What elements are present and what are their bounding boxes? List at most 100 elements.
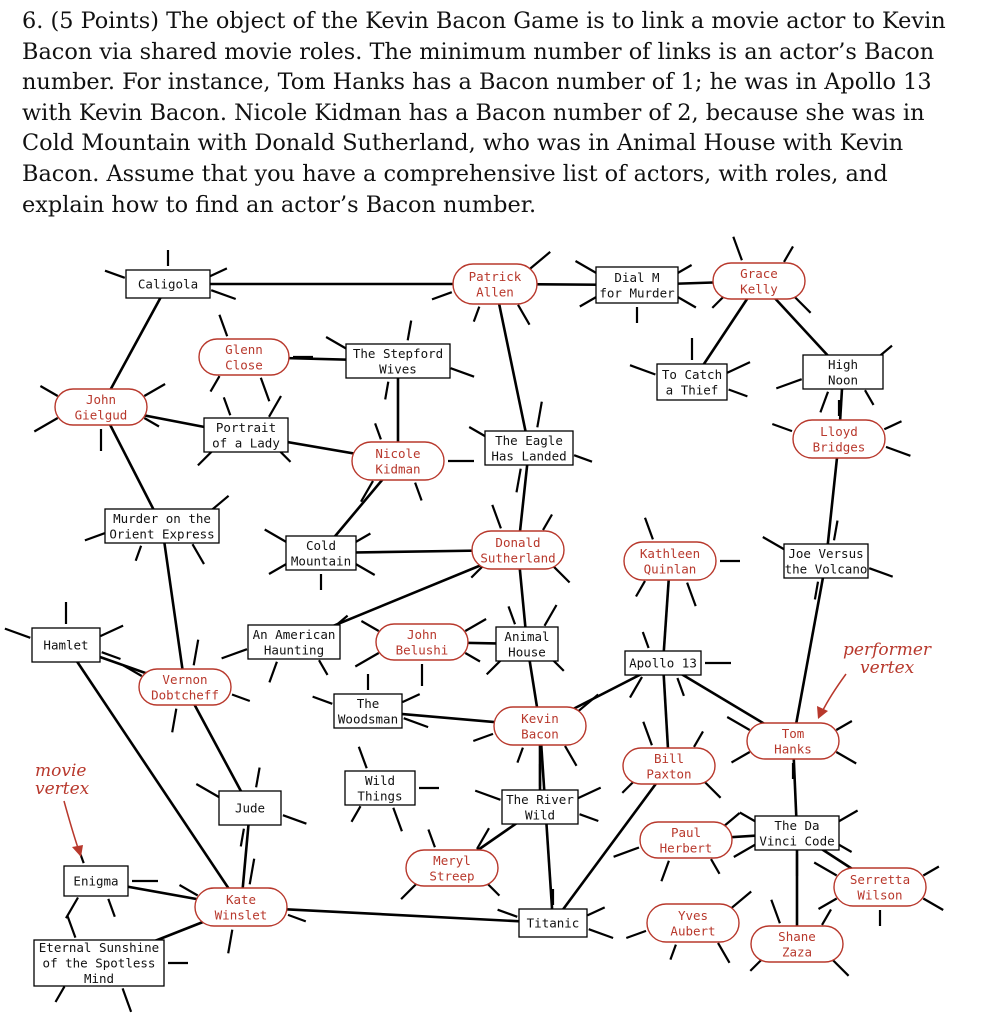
performer-box bbox=[746, 722, 840, 760]
stub-kevin_bacon-2 bbox=[472, 732, 494, 743]
performer-box bbox=[54, 388, 148, 426]
stub-eternal_sunshine-3 bbox=[66, 915, 77, 938]
vertex-label: The bbox=[357, 696, 380, 711]
vertex-label: Enigma bbox=[73, 874, 118, 889]
stub-enigma-2 bbox=[65, 896, 79, 919]
stub-serretta_wilson-3 bbox=[817, 897, 838, 910]
vertex-label: a Thief bbox=[666, 382, 719, 397]
vertex-label: Titanic bbox=[527, 916, 580, 931]
vertex-label: Things bbox=[357, 788, 402, 803]
stub-eagle-2 bbox=[573, 454, 593, 463]
stub-da_vinci-3 bbox=[733, 842, 758, 858]
stub-tom_hanks-0 bbox=[835, 720, 853, 731]
vertex-label: Orient Express bbox=[109, 526, 214, 541]
stub-cold_mountain-0 bbox=[354, 532, 371, 544]
stub-glenn_close-2 bbox=[209, 375, 221, 393]
stub-jude-1 bbox=[255, 767, 261, 788]
movie-box bbox=[595, 266, 679, 304]
performer-box bbox=[452, 263, 538, 305]
stub-lloyd_bridges-1 bbox=[771, 422, 793, 433]
stub-woodsman-3 bbox=[401, 693, 421, 704]
vertex-label: Shane bbox=[778, 929, 816, 944]
stub-kevin_bacon-1 bbox=[516, 747, 524, 763]
stub-river_wild-3 bbox=[577, 786, 602, 800]
vertex-label: Kate bbox=[226, 892, 256, 907]
stub-cold_mountain-3 bbox=[268, 562, 288, 575]
edge-hamlet-kate_winslet bbox=[64, 644, 243, 908]
stub-yves_aubert-0 bbox=[717, 942, 731, 964]
stub-john_belushi-3 bbox=[354, 652, 380, 668]
stub-to_catch-2 bbox=[728, 388, 748, 398]
vertex-label: Cold bbox=[306, 538, 336, 553]
stub-apollo13-2 bbox=[629, 676, 643, 699]
vertex-label: Close bbox=[225, 357, 263, 372]
performer-box bbox=[471, 530, 565, 570]
performer-box bbox=[750, 925, 844, 963]
stub-eagle-3 bbox=[515, 468, 522, 493]
stub-vernon-2 bbox=[231, 693, 251, 703]
stub-john_gielgud-1 bbox=[143, 417, 160, 428]
vertex-label: Nicole bbox=[375, 446, 420, 461]
stub-john_gielgud-0 bbox=[143, 383, 166, 397]
vertex-label: Lloyd bbox=[820, 424, 858, 439]
vertex-label: Vernon bbox=[162, 672, 207, 687]
movie-box bbox=[501, 789, 579, 825]
stub-donald_sutherland-3 bbox=[470, 565, 484, 579]
stub-titanic-3 bbox=[586, 906, 606, 917]
stub-serretta_wilson-1 bbox=[922, 897, 944, 911]
stub-shane_zaza-0 bbox=[770, 899, 781, 924]
vertex-label: Streep bbox=[429, 868, 474, 883]
movie-vertex-arrow bbox=[63, 800, 79, 849]
stub-tom_hanks-4 bbox=[726, 716, 751, 731]
vertex-label: Hamlet bbox=[43, 638, 88, 653]
vertex-label: Kelly bbox=[740, 281, 778, 296]
vertex-label: Quinlan bbox=[644, 561, 697, 576]
vertex-label: Wild bbox=[525, 807, 555, 822]
edge-caligola-john_gielgud bbox=[99, 283, 170, 408]
performer-vertex-arrowhead bbox=[817, 706, 828, 719]
stub-jude-3 bbox=[239, 828, 245, 847]
vertex-label: Tom bbox=[782, 726, 805, 741]
stub-shane_zaza-3 bbox=[749, 958, 763, 972]
stub-titanic-2 bbox=[588, 928, 614, 940]
vertex-label: Glenn bbox=[225, 342, 263, 357]
vertex-apollo13: Apollo 13 bbox=[624, 650, 702, 676]
movie-box bbox=[518, 908, 588, 938]
stub-joe_volcano-2 bbox=[868, 567, 894, 578]
vertex-label: Dial M bbox=[614, 270, 659, 285]
vertex-label: the Volcano bbox=[785, 561, 868, 576]
stub-stepford-2 bbox=[450, 367, 475, 378]
stub-bill_paxton-2 bbox=[703, 780, 722, 799]
stub-john_belushi-1 bbox=[464, 652, 481, 663]
edge-vernon-jude bbox=[183, 686, 252, 809]
movie-box bbox=[63, 865, 129, 897]
performer-box bbox=[493, 706, 587, 746]
stub-bill_paxton-1 bbox=[693, 730, 704, 748]
stub-serretta_wilson-4 bbox=[813, 861, 838, 877]
movie-box bbox=[783, 543, 869, 579]
vertex-label: Zaza bbox=[782, 944, 812, 959]
stub-patrick_allen-0 bbox=[517, 304, 531, 326]
stub-river_wild-1 bbox=[474, 789, 501, 801]
movie-box bbox=[345, 343, 451, 379]
stub-apollo13-3 bbox=[641, 631, 650, 649]
stub-meryl_streep-2 bbox=[486, 882, 501, 897]
vertex-jude: Jude bbox=[218, 790, 282, 826]
performer-box bbox=[405, 849, 499, 887]
vertex-label: Has Landed bbox=[491, 448, 566, 463]
stub-grace_kelly-2 bbox=[793, 295, 812, 314]
